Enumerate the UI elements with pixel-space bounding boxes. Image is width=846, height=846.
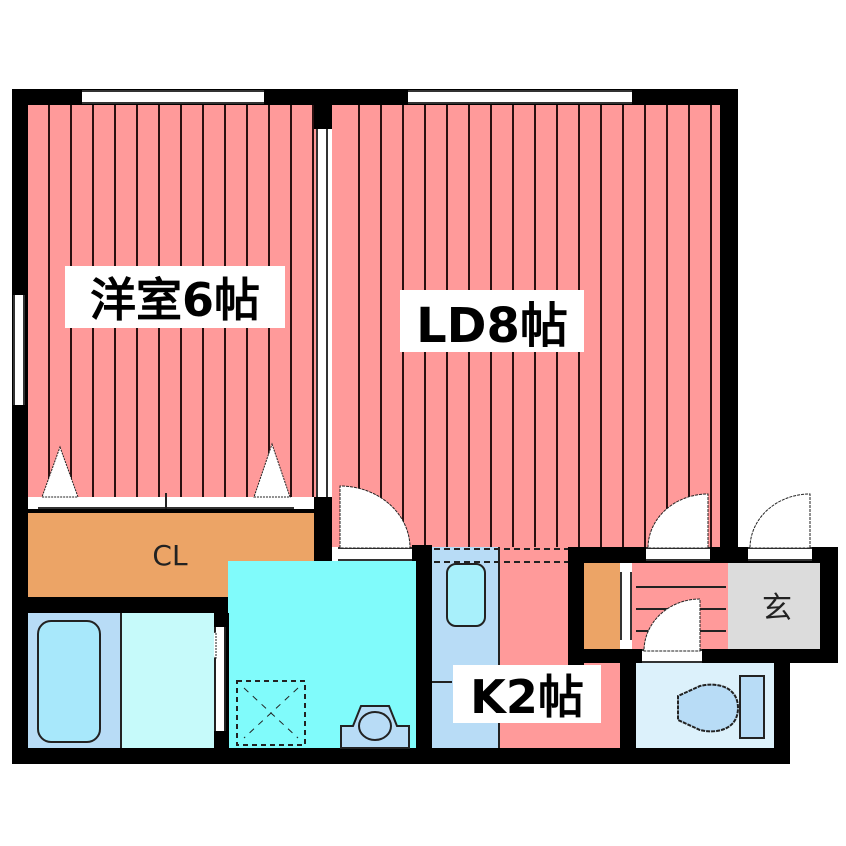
- window-living-dining[interactable]: [408, 90, 632, 104]
- storage-door[interactable]: [620, 572, 632, 640]
- wall-kitchen-toilet: [620, 649, 636, 764]
- floor-drain-icon: [236, 680, 306, 746]
- front-door-threshold[interactable]: [748, 547, 812, 561]
- wall-hall-left: [568, 547, 584, 665]
- washbasin-icon: [340, 705, 410, 749]
- wall-hall-bottom: [568, 649, 838, 663]
- closet-label: CL: [152, 538, 188, 572]
- closet-wall-top: [12, 509, 332, 513]
- door-swing-washroom-icon[interactable]: [338, 484, 414, 549]
- closet-door-swing-right-icon: [253, 442, 291, 498]
- window-western-room[interactable]: [82, 90, 264, 104]
- kitchen-boundary-dashed-2: [434, 561, 570, 563]
- outer-wall-right-ld: [720, 89, 738, 559]
- kitchen-counter-line: [432, 681, 452, 683]
- sink-icon: [446, 563, 486, 627]
- bath-door[interactable]: [214, 627, 226, 731]
- closet-door-swing-left-icon: [41, 445, 79, 498]
- outer-wall-bottom: [12, 748, 632, 764]
- living-dining-label: LD8帖: [400, 290, 584, 354]
- wall-washroom-kitchen: [416, 545, 432, 764]
- door-ld-hall-threshold[interactable]: [646, 547, 710, 561]
- wall-toilet-bottom: [620, 748, 790, 764]
- door-swing-ld-hall-icon[interactable]: [646, 492, 710, 549]
- wall-toilet-right: [774, 649, 790, 764]
- outer-wall-left: [12, 89, 28, 764]
- wall-entrance-right: [820, 547, 838, 663]
- kitchen-boundary-dashed: [434, 548, 570, 550]
- wall-western-ld: [314, 89, 332, 129]
- entrance-label: 玄: [762, 591, 792, 626]
- western-room-label: 洋室6帖: [65, 266, 285, 328]
- interior-window-western-ld: [316, 129, 328, 499]
- bath-wash-area: [120, 613, 214, 748]
- entrance-floor: [728, 563, 820, 649]
- door-ld-washroom-threshold[interactable]: [338, 547, 416, 561]
- window-left-side[interactable]: [13, 295, 25, 405]
- closet-door-divider: [165, 493, 167, 515]
- bathtub-icon: [37, 620, 101, 743]
- hall-step-1: [636, 586, 726, 588]
- storage-floor: [584, 563, 620, 649]
- front-door-swing-icon[interactable]: [748, 492, 812, 549]
- door-swing-toilet-icon[interactable]: [642, 597, 702, 652]
- toilet-icon: [677, 675, 765, 739]
- kitchen-label: K2帖: [453, 665, 601, 724]
- washroom-floor-upper: [332, 561, 416, 601]
